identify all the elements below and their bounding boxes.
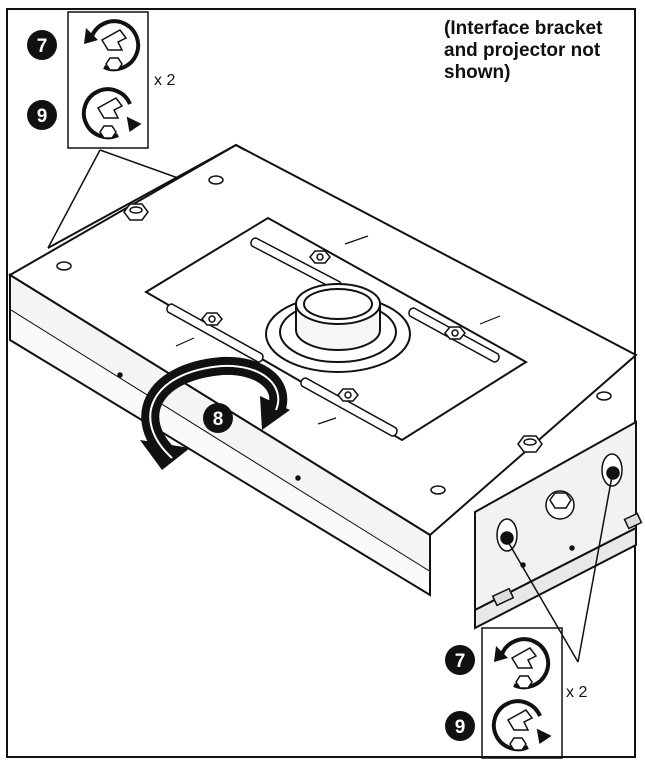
bottom-step-9-badge: 9 xyxy=(445,711,475,741)
top-step-7-badge: 7 xyxy=(27,30,57,60)
top-step-box xyxy=(67,11,149,149)
bottom-step-9-number: 9 xyxy=(455,717,466,738)
wrench-counterclockwise-icon xyxy=(494,637,551,690)
adapter-nuts xyxy=(201,250,466,402)
bottom-multiplier: x 2 xyxy=(566,684,587,701)
top-step-7-number: 7 xyxy=(37,36,48,57)
plate-bolts xyxy=(123,203,543,453)
wrench-clockwise-icon xyxy=(81,87,142,140)
note-text: (Interface bracket and projector not sho… xyxy=(444,18,644,84)
end-plate-hardware xyxy=(491,453,643,607)
wrench-counterclockwise-icon xyxy=(84,19,141,72)
top-step-group: 7 x 2 9 xyxy=(27,11,179,249)
bottom-leader-line-right xyxy=(577,475,613,663)
bottom-step-group: 7 x 2 9 xyxy=(445,475,613,759)
wrench-clockwise-icon xyxy=(491,699,552,752)
top-multiplier: x 2 xyxy=(154,72,175,89)
top-step-9-number: 9 xyxy=(37,106,48,127)
plate-holes xyxy=(56,175,612,495)
top-step-9-badge: 9 xyxy=(27,100,57,130)
top-leader-line-left xyxy=(47,149,101,249)
bottom-step-7-number: 7 xyxy=(455,651,466,672)
bottom-step-box xyxy=(481,627,563,759)
note-line-2: and projector not xyxy=(444,40,601,61)
note-line-1: (Interface bracket xyxy=(444,18,603,39)
step-8-number: 8 xyxy=(213,409,224,430)
top-leader-line-right xyxy=(99,149,179,179)
bottom-leader-line-left xyxy=(506,539,579,663)
note-line-3: shown) xyxy=(444,62,511,83)
bottom-step-7-badge: 7 xyxy=(445,645,475,675)
adapter-plate xyxy=(144,216,528,442)
step-8-badge: 8 xyxy=(203,403,233,433)
curved-rotation-arrow-icon xyxy=(140,356,290,470)
